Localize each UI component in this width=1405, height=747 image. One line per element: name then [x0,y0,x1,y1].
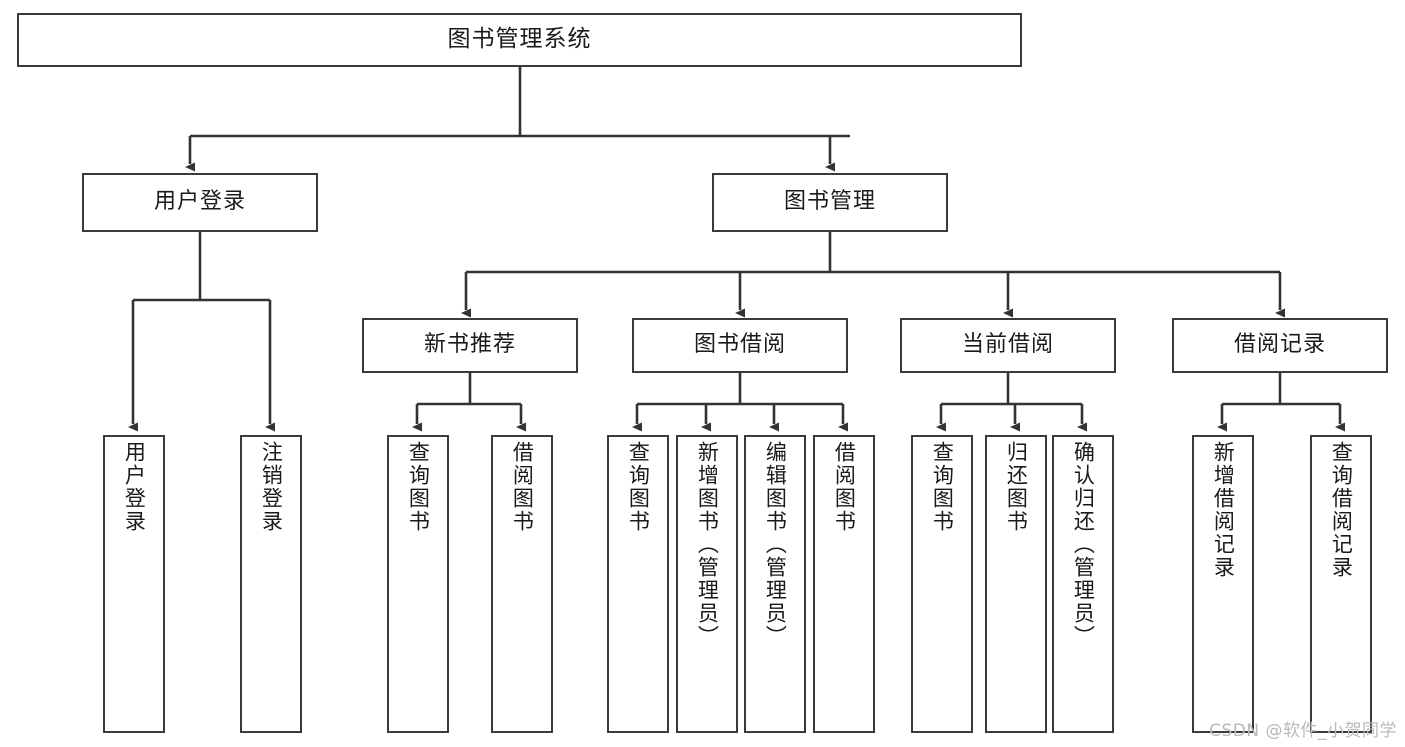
node-leaf-add-borrow-record[interactable]: 新增借阅记录 [1192,435,1254,733]
node-new-book-rec[interactable]: 新书推荐 [362,318,578,373]
csdn-watermark: CSDN @软件_小贺同学 [1209,721,1397,741]
node-user-login[interactable]: 用户登录 [82,173,318,232]
node-root-label: 图书管理系统 [447,26,592,53]
node-leaf-borrow-book[interactable]: 借阅图书 [813,435,875,733]
node-root[interactable]: 图书管理系统 [17,13,1022,67]
node-leaf-edit-book-admin[interactable]: 编辑图书（管理员） [744,435,806,733]
node-leaf-return-book[interactable]: 归还图书 [985,435,1047,733]
node-leaf-confirm-return-admin[interactable]: 确认归还（管理员） [1052,435,1114,733]
node-book-manage[interactable]: 图书管理 [712,173,948,232]
node-current-borrow-label: 当前借阅 [961,332,1054,358]
node-leaf-query-book-current[interactable]: 查询图书 [911,435,973,733]
node-leaf-query-borrow-record[interactable]: 查询借阅记录 [1310,435,1372,733]
node-leaf-add-book-admin-label: 新增图书（管理员） [695,441,720,648]
node-new-book-rec-label: 新书推荐 [423,332,516,358]
node-leaf-query-borrow-record-label: 查询借阅记录 [1329,441,1354,579]
node-leaf-add-book-admin[interactable]: 新增图书（管理员） [676,435,738,733]
node-leaf-query-book-borrow-label: 查询图书 [626,441,651,533]
node-leaf-user-login-label: 用户登录 [122,441,147,533]
node-leaf-borrow-book-rec[interactable]: 借阅图书 [491,435,553,733]
node-leaf-confirm-return-admin-label: 确认归还（管理员） [1071,441,1096,648]
node-leaf-query-book-borrow[interactable]: 查询图书 [607,435,669,733]
node-book-borrow[interactable]: 图书借阅 [632,318,848,373]
node-book-manage-label: 图书管理 [783,189,876,215]
node-current-borrow[interactable]: 当前借阅 [900,318,1116,373]
node-user-login-label: 用户登录 [153,189,246,215]
node-leaf-query-book-rec[interactable]: 查询图书 [387,435,449,733]
node-leaf-add-borrow-record-label: 新增借阅记录 [1211,441,1236,579]
node-book-borrow-label: 图书借阅 [693,332,786,358]
node-leaf-borrow-book-label: 借阅图书 [832,441,857,533]
node-leaf-logout[interactable]: 注销登录 [240,435,302,733]
node-borrow-record[interactable]: 借阅记录 [1172,318,1388,373]
node-leaf-query-book-rec-label: 查询图书 [406,441,431,533]
node-leaf-query-book-current-label: 查询图书 [930,441,955,533]
node-leaf-borrow-book-rec-label: 借阅图书 [510,441,535,533]
node-borrow-record-label: 借阅记录 [1233,332,1326,358]
node-leaf-return-book-label: 归还图书 [1004,441,1029,533]
node-leaf-user-login[interactable]: 用户登录 [103,435,165,733]
node-leaf-edit-book-admin-label: 编辑图书（管理员） [763,441,788,648]
node-leaf-logout-label: 注销登录 [259,441,284,533]
